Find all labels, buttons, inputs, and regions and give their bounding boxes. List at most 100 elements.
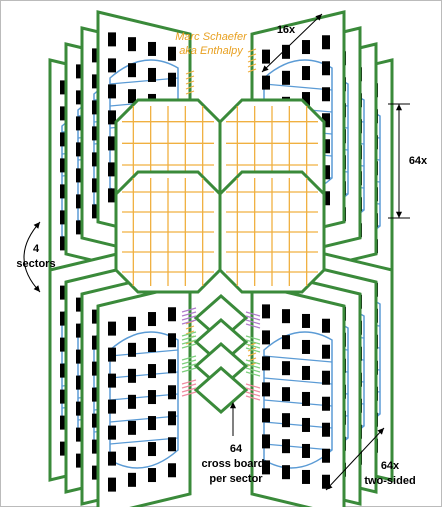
connector-stub xyxy=(185,90,195,95)
chip xyxy=(76,194,84,209)
twosided-count: 64x xyxy=(381,460,400,472)
lower-trace xyxy=(181,355,197,361)
connector-stub xyxy=(247,48,257,53)
chip xyxy=(148,442,156,457)
board-trace xyxy=(263,421,333,429)
lower-trace xyxy=(245,383,261,389)
lower-trace xyxy=(181,311,197,317)
lower-trace xyxy=(181,387,197,393)
lower-trace xyxy=(245,359,261,365)
board-trace xyxy=(263,443,333,451)
connector-stub xyxy=(185,70,195,75)
chip xyxy=(168,463,176,478)
board-trace xyxy=(109,77,179,85)
chip xyxy=(282,70,290,85)
lower-trace xyxy=(181,307,197,313)
chip xyxy=(168,411,176,426)
chip xyxy=(60,158,68,173)
chip xyxy=(168,333,176,348)
chip xyxy=(128,63,136,78)
chip xyxy=(108,451,116,466)
chip xyxy=(302,92,310,107)
chip xyxy=(108,399,116,414)
chip xyxy=(282,361,290,376)
sectors-curve-arrow xyxy=(23,221,41,293)
chip xyxy=(108,84,116,99)
chip xyxy=(322,35,330,50)
chip xyxy=(168,437,176,452)
chip xyxy=(76,375,84,390)
lower-trace xyxy=(245,343,261,349)
chip xyxy=(92,413,100,428)
chip xyxy=(282,413,290,428)
chip xyxy=(92,439,100,454)
chip xyxy=(92,152,100,167)
chip xyxy=(148,67,156,82)
chip xyxy=(128,368,136,383)
chip xyxy=(92,204,100,219)
chip xyxy=(148,468,156,483)
chip xyxy=(128,446,136,461)
chip xyxy=(108,477,116,492)
chip xyxy=(322,422,330,437)
chip xyxy=(92,126,100,141)
chip xyxy=(92,309,100,324)
chip xyxy=(148,338,156,353)
chip xyxy=(128,420,136,435)
chip xyxy=(92,74,100,89)
chip xyxy=(262,304,270,319)
chip xyxy=(128,394,136,409)
lower-trace xyxy=(181,383,197,389)
board-trace-loop xyxy=(109,331,179,469)
cross-board-lower-right xyxy=(218,170,326,294)
chip xyxy=(262,408,270,423)
author-name: Marc Schaefer xyxy=(175,31,248,43)
chip xyxy=(168,359,176,374)
lower-trace xyxy=(181,363,197,369)
lower-trace xyxy=(245,367,261,373)
arrowhead xyxy=(377,428,384,435)
chip xyxy=(322,370,330,385)
side-count-label: 64x xyxy=(409,155,428,167)
cross-label-line3: per sector xyxy=(209,473,263,485)
chip xyxy=(262,75,270,90)
chip xyxy=(92,335,100,350)
annotation-arrows xyxy=(23,13,410,491)
chip xyxy=(108,136,116,151)
chip xyxy=(108,58,116,73)
chip xyxy=(92,48,100,63)
board-trace xyxy=(263,377,333,385)
sectors-count: 4 xyxy=(33,243,40,255)
board-trace xyxy=(263,399,333,407)
lower-trace xyxy=(245,319,261,325)
chip xyxy=(282,465,290,480)
lower-trace xyxy=(181,315,197,321)
chip xyxy=(76,220,84,235)
chip xyxy=(262,434,270,449)
board-outline xyxy=(96,282,192,507)
chip xyxy=(108,32,116,47)
chip xyxy=(148,416,156,431)
connector-stub xyxy=(247,53,257,58)
chip xyxy=(282,439,290,454)
chip xyxy=(60,236,68,251)
chip xyxy=(148,364,156,379)
chip xyxy=(76,453,84,468)
chip xyxy=(76,401,84,416)
chip xyxy=(322,396,330,411)
lower-trace xyxy=(181,339,197,345)
lower-trace xyxy=(245,371,261,377)
connector-stub xyxy=(247,68,257,73)
chip xyxy=(168,72,176,87)
lower-trace xyxy=(245,387,261,393)
lower-trace xyxy=(245,311,261,317)
chip xyxy=(128,472,136,487)
chip xyxy=(76,90,84,105)
lower-trace xyxy=(245,363,261,369)
chip xyxy=(148,312,156,327)
connector-stub xyxy=(247,58,257,63)
chip xyxy=(302,313,310,328)
lower-trace xyxy=(245,347,261,353)
chip xyxy=(92,361,100,376)
